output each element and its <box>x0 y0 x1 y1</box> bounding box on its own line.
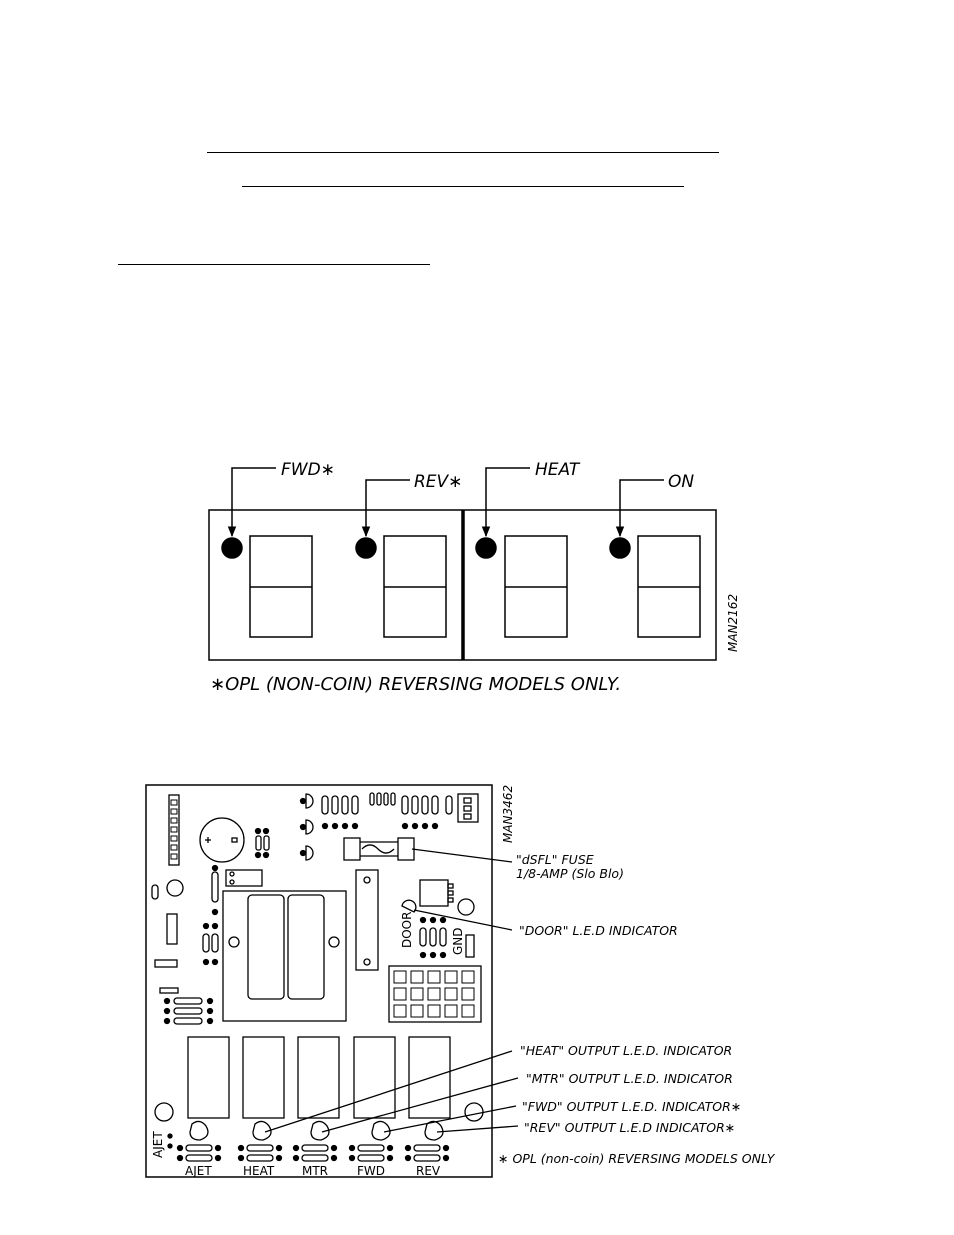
relay-heat <box>242 1036 285 1119</box>
rev-label: REV∗ <box>414 472 462 492</box>
resistor-ladder <box>163 997 214 1025</box>
fuse <box>343 837 415 861</box>
door-leader <box>413 909 513 931</box>
buzzer <box>199 817 245 863</box>
rev-led <box>355 537 377 559</box>
board-drawing-id: MAN3462 <box>501 785 515 843</box>
board-outline <box>145 784 493 1178</box>
relay-fwd <box>353 1036 396 1119</box>
output-label-mtr: MTR <box>302 1164 328 1178</box>
mount-hole-left <box>154 1102 174 1122</box>
resistor-pair-a <box>254 827 270 859</box>
heat-led-leader <box>264 1050 513 1133</box>
relay-rev <box>408 1036 451 1119</box>
fuse-label-line1: "dSFL" FUSE <box>516 852 594 867</box>
on-label: ON <box>668 472 694 492</box>
terminal-strip <box>355 869 379 971</box>
digit-1 <box>249 535 313 638</box>
relay-mtr <box>297 1036 340 1119</box>
digit-2 <box>383 535 447 638</box>
output-label-fwd: FWD <box>357 1164 385 1178</box>
heat-led <box>475 537 497 559</box>
fwd-label: FWD∗ <box>281 460 335 480</box>
transistors-top <box>299 793 314 861</box>
heat-leader <box>481 467 530 538</box>
resistor-bank-top <box>321 792 479 830</box>
heading-rule-1 <box>207 152 719 153</box>
relay-ajet <box>187 1036 230 1119</box>
gnd-silkscreen: GND <box>451 927 465 955</box>
heat-led-label: "HEAT" OUTPUT L.E.D. INDICATOR <box>520 1043 732 1058</box>
output-label-heat: HEAT <box>243 1164 275 1178</box>
heat-label: HEAT <box>535 460 581 480</box>
door-silkscreen: DOOR <box>400 912 414 948</box>
on-led <box>609 537 631 559</box>
mtr-led-leader <box>321 1077 519 1133</box>
rev-output-led <box>424 1120 444 1141</box>
display-drawing-id: MAN2162 <box>726 594 740 652</box>
header-strip <box>168 794 180 866</box>
fuse-label-line2: 1/8-AMP (Slo Blo) <box>516 866 624 881</box>
rev-leader <box>361 479 410 538</box>
door-led <box>401 899 417 913</box>
mount-hole-right <box>464 1102 484 1122</box>
output-label-ajet: AJET <box>185 1164 212 1178</box>
fwd-led-leader <box>383 1105 517 1133</box>
rev-led-leader <box>436 1125 519 1133</box>
display-footnote: ∗OPL (NON-COIN) REVERSING MODELS ONLY. <box>210 674 621 695</box>
heat-output-led <box>252 1120 272 1141</box>
output-label-rev: REV <box>416 1164 441 1178</box>
board-footnote: ∗ OPL (non-coin) REVERSING MODELS ONLY <box>498 1151 776 1166</box>
output-resistors <box>167 1133 450 1162</box>
display-diagram <box>208 467 717 661</box>
fwd-output-led <box>371 1120 391 1141</box>
section-rule <box>118 264 430 265</box>
fwd-led <box>221 537 243 559</box>
ajet-side-silkscreen: AJET <box>151 1131 165 1158</box>
ajet-led <box>189 1120 209 1141</box>
fwd-led-label: "FWD" OUTPUT L.E.D. INDICATOR∗ <box>522 1099 741 1114</box>
main-connector <box>388 965 482 1023</box>
heading-rule-2 <box>242 186 684 187</box>
digit-3 <box>504 535 568 638</box>
mtr-led-label: "MTR" OUTPUT L.E.D. INDICATOR <box>526 1071 733 1086</box>
main-relay <box>222 890 347 1022</box>
rev-led-label: "REV" OUTPUT L.E.D INDICATOR∗ <box>524 1120 735 1135</box>
fuse-leader <box>411 848 513 863</box>
fwd-leader <box>227 467 276 538</box>
optocoupler-ic <box>419 879 449 907</box>
digit-4 <box>637 535 701 638</box>
board-diagram <box>145 784 519 1178</box>
resistor-block <box>225 869 263 887</box>
mtr-output-led <box>310 1120 330 1141</box>
door-led-label: "DOOR" L.E.D INDICATOR <box>519 923 678 938</box>
on-leader <box>615 479 664 538</box>
